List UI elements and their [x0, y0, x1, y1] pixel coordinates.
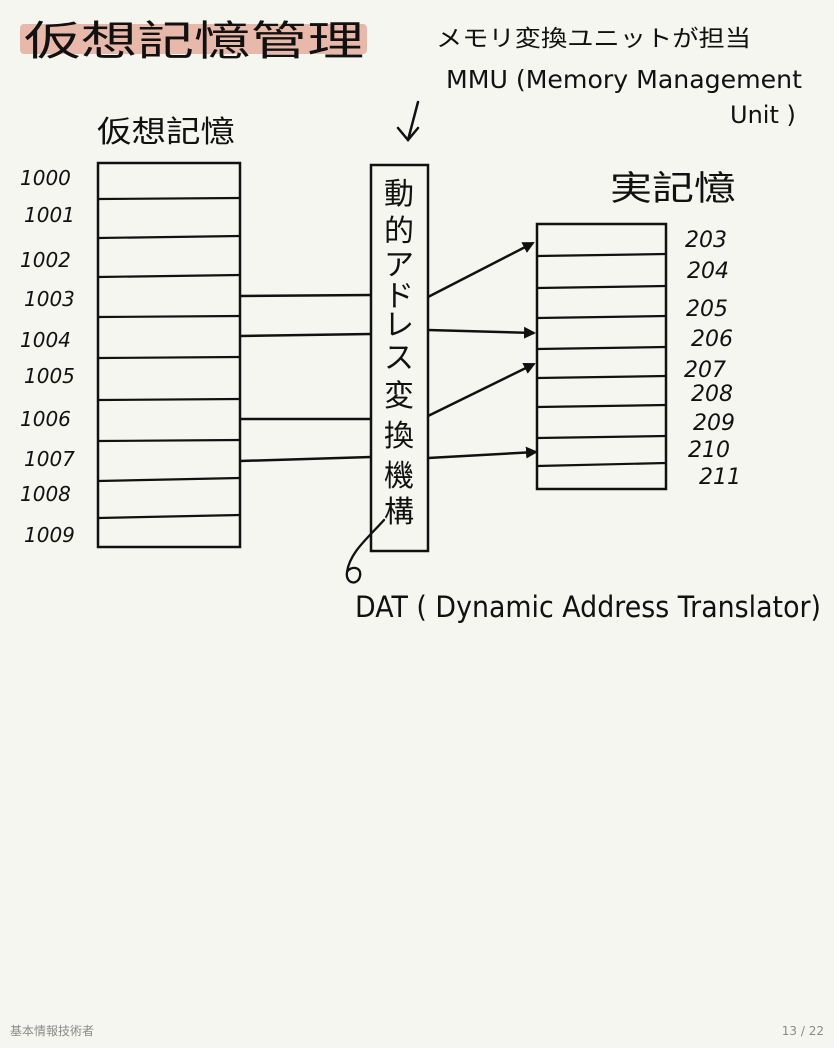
dat-char: 動 [384, 177, 414, 212]
mmu-note-line1: メモリ変換ユニットが担当 [436, 26, 751, 52]
dat-char: ス [384, 341, 414, 376]
page-number: 13 / 22 [781, 1024, 824, 1038]
arrow-to-206 [427, 326, 536, 339]
virtual-address-1002: 1002 [20, 248, 71, 272]
real-memory-label: 実記憶 [610, 169, 736, 209]
virtual-row-divider [97, 355, 241, 360]
virtual-memory-frame [96, 161, 242, 549]
dat-char: 構 [384, 495, 414, 530]
dat-char: 変 [384, 379, 414, 414]
virtual-address-1004: 1004 [20, 328, 71, 352]
real-address-211: 211 [699, 465, 741, 490]
dat-char: 機 [384, 459, 414, 494]
virtual-address-labels: 1000 1001 1002 1003 1004 1005 1006 1007 1008 1009 [20, 166, 75, 547]
real-row-divider [536, 461, 667, 468]
mmu-pointer-arrow [396, 100, 420, 142]
document-title: 基本情報技術者 [10, 1024, 95, 1038]
real-address-208: 208 [691, 382, 733, 407]
connector-1003 [239, 293, 372, 298]
virtual-row-divider [97, 273, 241, 279]
dat-char: 的 [384, 214, 414, 249]
virtual-row-divider [97, 438, 241, 443]
dat-char: 換 [384, 419, 414, 454]
dat-caption: DAT ( Dynamic Address Translator) [355, 590, 821, 624]
arrow-to-210 [427, 446, 538, 460]
virtual-address-1009: 1009 [24, 523, 75, 547]
virtual-address-1008: 1008 [20, 482, 71, 506]
real-address-203: 203 [685, 228, 727, 253]
title-highlight [20, 24, 367, 54]
virtual-address-1006: 1006 [20, 407, 71, 431]
real-address-205: 205 [686, 297, 728, 322]
real-memory-table [535, 222, 668, 491]
virtual-address-1003: 1003 [24, 287, 75, 311]
real-address-210: 210 [688, 438, 730, 463]
real-address-209: 209 [693, 411, 735, 436]
real-address-206: 206 [691, 327, 733, 352]
virtual-row-divider [97, 196, 241, 201]
virtual-address-1000: 1000 [20, 166, 71, 190]
dat-char: ア [384, 248, 414, 283]
real-row-divider [536, 403, 667, 409]
real-row-divider [536, 345, 667, 351]
real-row-divider [536, 314, 667, 320]
dat-char: ド [384, 279, 414, 314]
arrow-to-203 [427, 241, 535, 299]
dat-pointer-curve [345, 518, 386, 584]
virtual-row-divider [97, 314, 241, 319]
real-row-divider [536, 434, 667, 440]
virtual-row-divider [97, 513, 241, 520]
virtual-row-divider [97, 397, 241, 402]
real-address-204: 204 [687, 259, 729, 284]
virtual-address-1005: 1005 [24, 364, 75, 388]
connector-1004 [239, 332, 372, 338]
virtual-memory-label: 仮想記憶 [97, 115, 235, 150]
mmu-note-line2: MMU (Memory Management [446, 65, 802, 94]
virtual-row-divider [97, 234, 241, 240]
real-row-divider [536, 374, 667, 380]
virtual-address-1001: 1001 [24, 203, 75, 227]
virtual-address-1007: 1007 [24, 447, 75, 471]
real-memory-frame [535, 222, 668, 491]
real-row-divider [536, 284, 667, 290]
page-title: 仮想記憶管理 [24, 17, 364, 65]
connector-1007 [239, 455, 372, 463]
mmu-note-line3: Unit ) [730, 101, 796, 129]
dat-char: レ [384, 308, 414, 343]
dat-box [369, 163, 430, 553]
memory-diagram: 仮想記憶管理 メモリ変換ユニットが担当 MMU (Memory Manageme… [20, 17, 821, 624]
real-address-207: 207 [684, 358, 726, 383]
arrow-to-207 [427, 362, 536, 418]
real-row-divider [536, 252, 667, 258]
virtual-memory-table [96, 161, 242, 549]
virtual-row-divider [97, 476, 241, 483]
